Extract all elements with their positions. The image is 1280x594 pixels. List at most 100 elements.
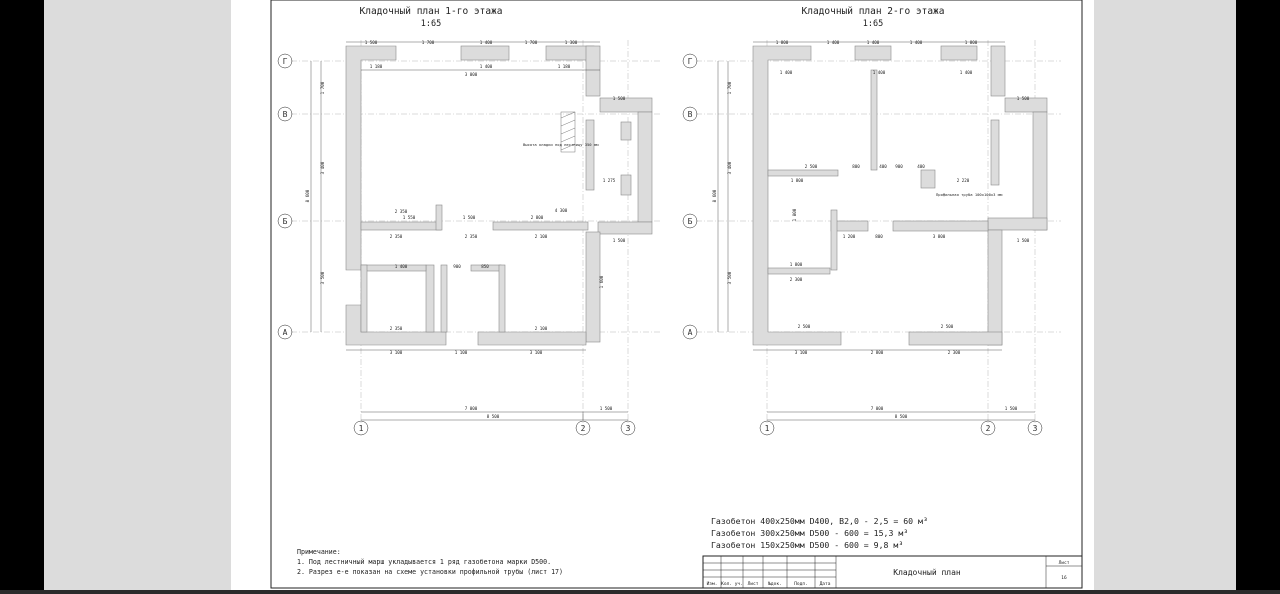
dim-label: 3 500	[727, 271, 732, 284]
plan-2-wall-bay-right	[1032, 111, 1048, 231]
dim-label: 400	[879, 164, 887, 169]
dim-label: 2 500	[805, 164, 818, 169]
dim-label: 1 550	[403, 215, 416, 220]
axis-marker	[682, 324, 698, 340]
dim-label: 1 400	[395, 264, 408, 269]
plan-2-wall-partition-d	[830, 209, 838, 271]
dim-label: 1 500	[1005, 406, 1018, 411]
viewer-left-bar	[0, 0, 44, 590]
axis-marker	[759, 420, 775, 436]
stamp-frame	[702, 555, 1083, 589]
plan-1-wall-stub	[435, 204, 443, 231]
dim-label: 2 500	[798, 324, 811, 329]
title-stamp: Изм. Кол. уч. Лист №док. Подп. Дата Клад…	[702, 555, 1083, 589]
plan-2-wall-right-lower	[987, 229, 1003, 346]
dim-label: 1 800	[791, 178, 804, 183]
dim-label: 3 400	[320, 161, 325, 174]
drawing-canvas: Кладочный план 1-го этажа 1:65	[270, 0, 1083, 589]
dim-label: 1 800	[965, 40, 978, 45]
stamp-sheet-number: 16	[1061, 575, 1067, 581]
dim-label: 2 500	[941, 324, 954, 329]
axis-marker	[980, 420, 996, 436]
plan-2-bottom-dims: 3 100 2 800 2 300 7 000 1 500 8 500	[795, 350, 1018, 419]
stamp-col: Изм.	[707, 581, 718, 587]
plan-1-wall-partition-7	[498, 264, 506, 333]
notes-heading: Примечание:	[297, 548, 341, 556]
dim-label: 3 800	[933, 234, 946, 239]
plan-1-wall-pier-a	[620, 121, 632, 141]
dim-label: 1 200	[843, 234, 856, 239]
stamp-col: Лист	[748, 581, 759, 587]
plan-1-wall-right-top	[585, 45, 601, 97]
plan-1-wall-right-lower	[585, 231, 601, 343]
axis-label: Б	[283, 217, 288, 226]
axis-label: В	[688, 110, 693, 119]
plan-1-stair-note: Высота кладки под лестницу 350 мм	[523, 142, 599, 147]
dim-label: 2 300	[790, 277, 803, 282]
dim-label: 7 000	[465, 406, 478, 411]
plan-2-wall-partition-c	[767, 169, 839, 177]
axis-marker	[682, 53, 698, 69]
dim-label: 1 400	[910, 40, 923, 45]
axis-label: В	[283, 110, 288, 119]
dim-label: 1 800	[790, 262, 803, 267]
dim-label: 850	[481, 264, 489, 269]
plan-1-bottom-dims: 3 100 1 100 3 100 7 000 1 500 8 500	[390, 350, 613, 419]
dim-label: 2 350	[390, 326, 403, 331]
dim-label: 1 500	[613, 96, 626, 101]
dim-label: 1 300	[565, 40, 578, 45]
plan-1-left-dims: 1 700 3 400 3 500 8 600	[305, 81, 325, 284]
plan-2-pipe-note: Профильная труба 100х100х3 мм	[936, 192, 1003, 197]
axis-marker	[277, 324, 293, 340]
notes-line-2: 2. Разрез е-е показан на схеме установки…	[297, 568, 563, 576]
dim-label: 1 500	[1017, 96, 1030, 101]
plan-1-wall-bay-right	[637, 111, 653, 223]
axis-label: 1	[765, 424, 770, 433]
plan-1-wall-partition-5	[360, 264, 427, 272]
dim-label: 1 500	[1017, 238, 1030, 243]
axis-marker	[575, 420, 591, 436]
drawing-frame	[270, 0, 1083, 589]
plan-1-scale: 1:65	[421, 19, 441, 29]
plan-1-stair-hatch	[560, 111, 576, 153]
stamp-col: №док.	[768, 581, 782, 587]
plan-2-wall-inner-right	[990, 119, 1000, 186]
dim-label: 800	[875, 234, 883, 239]
plan-1-wall-partition-1	[360, 221, 442, 231]
plan-2-axis-markers: Г В Б А 1 2 3	[682, 53, 1043, 436]
dim-label: 1 100	[455, 350, 468, 355]
dim-label: 2 100	[535, 234, 548, 239]
material-line-3: Газобетон 150х250мм D500 - 600 = 9,8 м³	[711, 540, 903, 550]
dim-label: 1 400	[480, 64, 493, 69]
dim-label: 1 400	[780, 70, 793, 75]
dim-label: 8 500	[487, 414, 500, 419]
dim-label: 800	[852, 164, 860, 169]
axis-label: А	[283, 328, 288, 337]
dim-label: 1 400	[873, 70, 886, 75]
notes-block: Примечание: 1. Под лестничный марш уклад…	[297, 548, 563, 576]
plan-1-exterior-wall	[345, 45, 397, 271]
plan-2-wall-partition-b	[892, 220, 989, 232]
axis-marker	[620, 420, 636, 436]
dim-label: 2 100	[535, 326, 548, 331]
plan-2-wall-bottom-right	[908, 331, 1003, 346]
dim-label: 1 400	[480, 40, 493, 45]
drawing-sheet: Кладочный план 1-го этажа 1:65	[231, 0, 1094, 590]
dim-label: 3 000	[465, 72, 478, 77]
plan-1-wall-inner-right	[585, 119, 595, 191]
plan-2-exterior-wall	[752, 45, 842, 346]
axis-marker	[1027, 420, 1043, 436]
axis-label: Г	[688, 57, 693, 66]
viewer-background-left	[44, 0, 231, 590]
axis-label: 3	[626, 424, 631, 433]
axis-marker	[277, 213, 293, 229]
plan-1-wall-partition-2	[492, 221, 589, 231]
dim-label: 2 350	[395, 209, 408, 214]
viewer-background-right	[1094, 0, 1236, 590]
plan-1-wall-partition-4	[440, 264, 448, 333]
stamp-sheet-name: Кладочный план	[893, 568, 961, 577]
dim-label: 2 300	[948, 350, 961, 355]
stamp-sheet-label: Лист	[1059, 560, 1070, 566]
plan-2-wall-partition-e	[767, 267, 831, 275]
plan-2-wall-top-b	[940, 45, 978, 61]
